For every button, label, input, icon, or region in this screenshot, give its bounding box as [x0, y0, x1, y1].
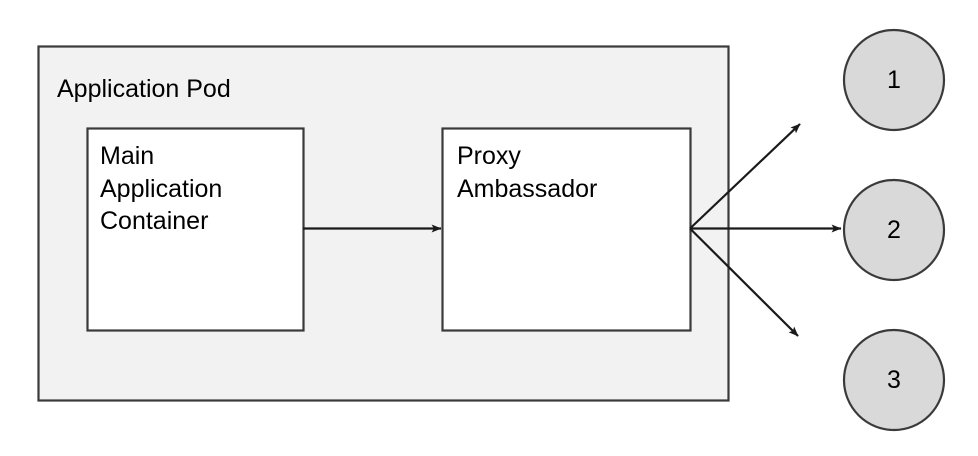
service-1-circle: [842, 28, 946, 132]
service-1-label: 1: [887, 66, 901, 94]
main-application-container-line-3: Container: [100, 207, 209, 235]
main-application-container-line-1: Main: [100, 142, 155, 170]
main-application-container-line-2: Application: [100, 174, 223, 203]
service-3-label: 3: [887, 366, 901, 394]
main-application-container-label: Main Application Container: [100, 140, 222, 238]
service-2-circle: [842, 178, 946, 282]
main-application-container-box: [86, 127, 305, 332]
proxy-ambassador-line-2: Ambassador: [457, 174, 598, 203]
connector-proxy-to-service-1: [689, 123, 801, 230]
proxy-ambassador-box: [441, 127, 692, 332]
service-2-label: 2: [887, 216, 901, 244]
connector-proxy-to-service-3: [689, 227, 799, 337]
proxy-ambassador-line-1: Proxy: [457, 142, 521, 170]
application-pod-label: Application Pod: [57, 75, 231, 103]
proxy-ambassador-label: Proxy Ambassador: [457, 140, 597, 205]
service-3-circle: [842, 328, 946, 432]
